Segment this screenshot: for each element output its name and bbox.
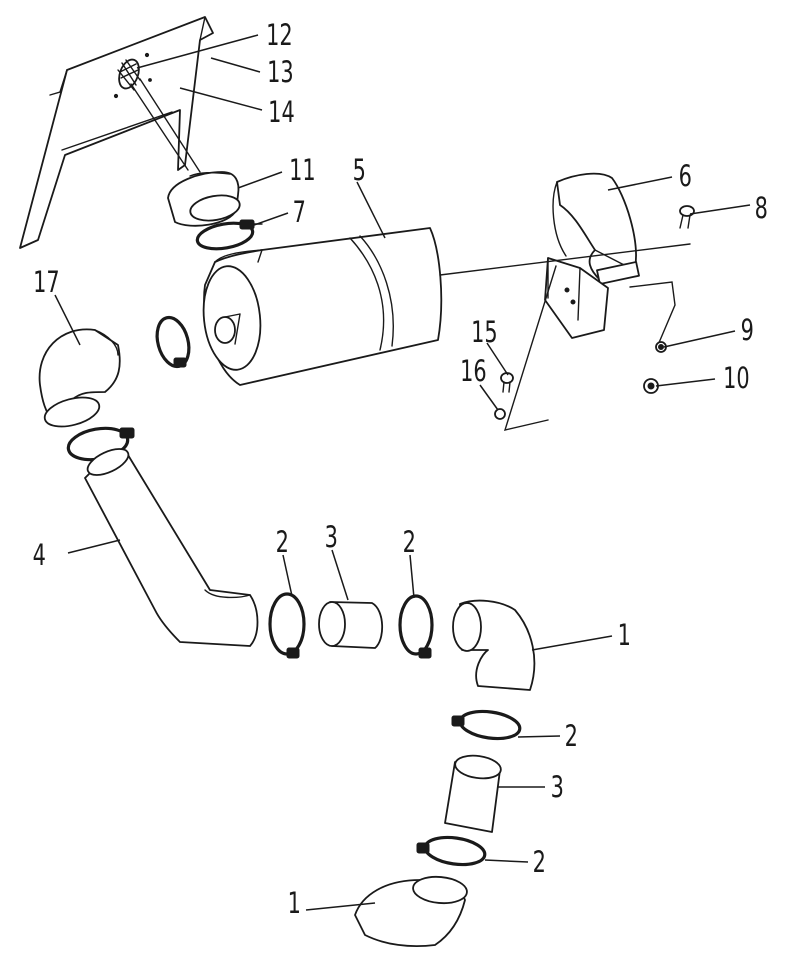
callout-12: 12: [266, 19, 293, 52]
hose-clamp-lower-1: [451, 709, 522, 741]
callout-7: 7: [293, 196, 306, 229]
upper-elbow-part: [38, 328, 121, 428]
callout-10: 10: [723, 362, 750, 395]
washer-part: [643, 378, 659, 394]
sleeve-lower: [444, 754, 502, 833]
bolt-part: [679, 205, 695, 229]
callout-2-lower-1: 2: [565, 720, 578, 753]
elbow-mid-part: [452, 599, 536, 691]
intake-screen-part: [117, 58, 141, 91]
callout-1-lower: 1: [288, 887, 301, 920]
hose-clamp-mid-left: [268, 592, 306, 659]
callout-1-mid: 1: [618, 619, 631, 652]
callout-2-lower-2: 2: [533, 846, 546, 879]
callout-16: 16: [460, 355, 487, 388]
long-pipe-part: [84, 448, 259, 647]
callout-3-mid: 3: [325, 521, 338, 554]
shield-plate-part: [19, 16, 214, 249]
hose-clamp-lower-2: [416, 835, 487, 867]
sleeve-mid: [318, 601, 384, 649]
callout-labels: 12 13 14 11 7 5 6 8 17 15 16 9 10 4 2 3 …: [33, 19, 768, 920]
elbow-clamp-top: [155, 315, 191, 369]
hose-clamp-mid-right: [398, 594, 434, 659]
small-washer-part: [494, 408, 506, 420]
callout-4: 4: [33, 539, 46, 572]
callout-17: 17: [33, 266, 60, 299]
callout-15: 15: [471, 316, 498, 349]
callout-3-lower: 3: [551, 771, 564, 804]
callout-2-mid-right: 2: [403, 526, 416, 559]
callout-5: 5: [353, 154, 366, 187]
callout-6: 6: [679, 160, 692, 193]
leader-lines: [54, 34, 751, 911]
callout-13: 13: [267, 56, 294, 89]
elbow-lower-part: [354, 875, 468, 948]
callout-11: 11: [289, 154, 316, 187]
callout-2-mid-left: 2: [276, 526, 289, 559]
air-cleaner-body: [202, 227, 443, 386]
adapter-ring-part: [167, 171, 241, 227]
nut-part: [655, 341, 667, 353]
callout-9: 9: [741, 314, 754, 347]
small-bolt-part: [500, 372, 514, 393]
callout-8: 8: [755, 192, 768, 225]
callout-14: 14: [268, 96, 295, 129]
